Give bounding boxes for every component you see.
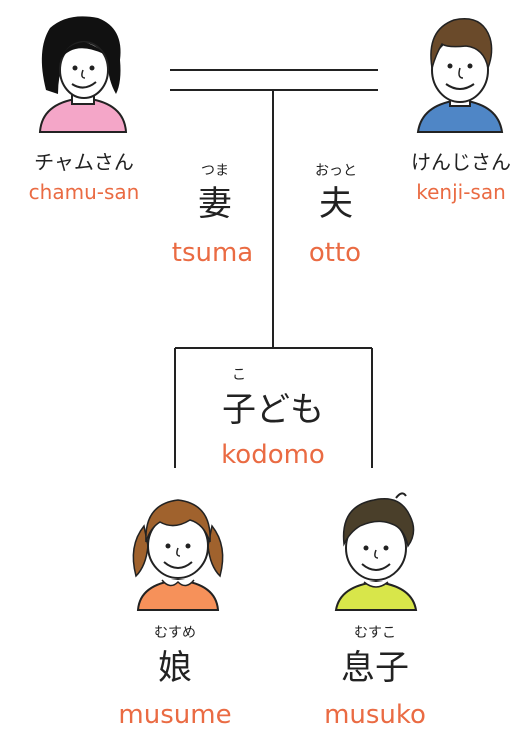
husband-romaji: otto <box>308 238 362 268</box>
father-name-jp: けんじさん <box>411 150 511 174</box>
wife-kanji: 妻 <box>198 184 232 224</box>
wife-romaji: tsuma <box>171 238 254 268</box>
children-kanji: 子ども <box>222 390 324 430</box>
son-illustration <box>334 492 418 611</box>
wife-furigana: つま <box>201 163 229 179</box>
mother-name-romaji: chamu-san <box>28 180 140 204</box>
husband-furigana: おっと <box>315 163 357 179</box>
daughter-furigana: むすめ <box>154 625 196 641</box>
son-furigana: むすこ <box>354 625 396 641</box>
children-furigana: こ <box>232 367 246 383</box>
daughter-kanji: 娘 <box>158 648 192 688</box>
husband-kanji: 夫 <box>319 184 353 224</box>
daughter-illustration <box>132 499 224 611</box>
daughter-romaji: musume <box>118 700 232 730</box>
children-romaji: kodomo <box>221 440 325 470</box>
son-kanji: 息子 <box>341 648 409 688</box>
father-illustration <box>416 18 504 133</box>
mother-illustration <box>38 16 128 133</box>
mother-name-jp: チャムさん <box>34 150 134 174</box>
son-romaji: musuko <box>324 700 426 730</box>
father-name-romaji: kenji-san <box>416 180 506 204</box>
